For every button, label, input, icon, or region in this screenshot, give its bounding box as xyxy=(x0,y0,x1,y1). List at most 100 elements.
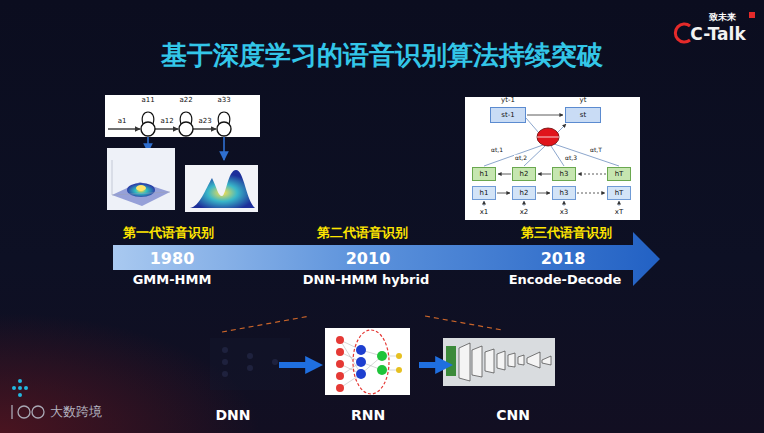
attention-weight: αt,2 xyxy=(514,155,528,162)
gaussian-mixture-plot-part xyxy=(185,165,258,212)
rnn-picture-part xyxy=(356,345,366,379)
generation-label: 第二代语音识别 xyxy=(317,226,408,240)
input-label: xT xyxy=(614,209,624,217)
dnn-picture-part-part xyxy=(222,371,228,377)
output-label: yt-1 xyxy=(500,97,516,105)
attention-figure-part-part xyxy=(526,118,539,133)
hmm-figure-part-part xyxy=(217,122,231,136)
rnn-picture-part-part xyxy=(396,367,402,373)
hmm-figure-part-part xyxy=(180,112,192,124)
dnn-picture-part xyxy=(210,338,290,390)
cnn-picture-part xyxy=(443,338,555,386)
attention-figure-part-part xyxy=(619,201,620,206)
cnn-picture-part-part xyxy=(518,355,524,365)
hmm-figure-part xyxy=(108,112,230,129)
watermark-mark-part xyxy=(12,405,44,419)
brand-name: 致未来 xyxy=(709,13,736,23)
year-label: 1980 xyxy=(150,249,195,268)
rnn-picture-part-part xyxy=(336,372,344,380)
node-label: h3 xyxy=(560,170,569,178)
hmm-figure-part-part xyxy=(155,128,178,129)
brand-mark-part xyxy=(749,12,755,18)
model-name: GMM-HMM xyxy=(133,273,212,287)
backward-hidden: h3 xyxy=(552,167,576,181)
watermark-mark-part-part xyxy=(18,379,22,383)
connector-arrow xyxy=(578,174,606,175)
attention-figure-part xyxy=(537,128,559,146)
gaussian-plot-part-part xyxy=(112,160,113,195)
leader-line-part xyxy=(425,316,502,330)
rnn-picture-part-part xyxy=(396,353,402,359)
backward-hidden: h1 xyxy=(472,167,496,181)
node-label: hT xyxy=(615,189,624,197)
backward-hidden: hT xyxy=(607,167,631,181)
node-label: h1 xyxy=(480,170,489,178)
attention-figure-part xyxy=(484,118,619,206)
attention-weight: αt,1 xyxy=(490,147,504,154)
transition-label: a22 xyxy=(178,97,193,105)
hmm-figure-part-part xyxy=(108,128,140,129)
node-label: st-1 xyxy=(501,111,514,119)
gaussian-mixture-plot-part xyxy=(190,170,255,208)
rnn-picture-part-part xyxy=(377,365,387,375)
attention-weight: αt,T xyxy=(589,147,603,154)
cnn-picture-part xyxy=(446,346,456,376)
generation-label: 第一代语音识别 xyxy=(123,226,214,240)
node-label: st xyxy=(580,111,586,119)
cnn-picture-part-part xyxy=(472,346,482,377)
rnn-picture xyxy=(325,328,410,395)
hmm-figure-part xyxy=(105,95,260,137)
model-name: Encode-Decode xyxy=(509,273,622,287)
attention-figure-part-part xyxy=(484,145,543,166)
forward-hidden: h2 xyxy=(512,186,536,200)
hmm-figure-part xyxy=(141,122,231,136)
watermark-mark-part xyxy=(12,379,28,397)
attention-figure-part-part xyxy=(564,201,565,206)
decoder-state: st-1 xyxy=(490,107,526,123)
gaussian-mixture-plot xyxy=(185,165,258,212)
gaussian-plot-part xyxy=(136,185,146,191)
watermark-mark-part-part xyxy=(18,386,22,390)
network-figure: DNN xyxy=(188,325,278,423)
dnn-picture-part-part xyxy=(222,359,228,365)
hmm-figure-part-part xyxy=(193,128,216,129)
transition-label: a23 xyxy=(197,118,212,126)
rnn-picture-part xyxy=(325,328,410,395)
rnn-picture-part-part xyxy=(356,369,366,379)
backward-hidden: h2 xyxy=(512,167,536,181)
cnn-picture-part-part xyxy=(485,349,494,373)
gaussian-plot-part xyxy=(127,183,155,197)
forward-hidden: h3 xyxy=(552,186,576,200)
gaussian-plot-part xyxy=(112,160,170,195)
cnn-picture-part xyxy=(459,343,551,381)
cnn-picture xyxy=(443,338,555,386)
connector-arrow xyxy=(577,193,605,194)
gaussian-plot xyxy=(107,148,175,210)
transition-label: a1 xyxy=(117,118,128,126)
forward-hidden: hT xyxy=(607,186,631,200)
model-name: DNN-HMM hybrid xyxy=(303,273,429,287)
input-label: x1 xyxy=(479,209,490,217)
gaussian-plot-part-part xyxy=(112,192,170,195)
decoder-state: st xyxy=(565,107,601,123)
attention-figure xyxy=(465,97,640,220)
input-label: x3 xyxy=(559,209,570,217)
connector-arrow xyxy=(497,193,510,194)
input-label: x2 xyxy=(519,209,530,217)
attention-figure-part-part xyxy=(557,124,566,133)
rnn-picture-part-part xyxy=(336,336,344,344)
watermark-mark-part-part xyxy=(18,406,30,418)
year-label: 2010 xyxy=(346,249,391,268)
connector-arrow xyxy=(527,115,563,116)
dnn-picture-part-part xyxy=(247,365,253,371)
attention-figure-part xyxy=(465,97,640,220)
connector-arrow xyxy=(498,174,511,175)
leader-line-part xyxy=(222,316,310,332)
dnn-picture-part-part xyxy=(272,359,278,365)
node-label: h1 xyxy=(480,189,489,197)
rnn-picture-part xyxy=(353,330,389,394)
forward-hidden: h1 xyxy=(472,186,496,200)
attention-weight: αt,3 xyxy=(564,155,578,162)
transition-label: a12 xyxy=(159,118,174,126)
